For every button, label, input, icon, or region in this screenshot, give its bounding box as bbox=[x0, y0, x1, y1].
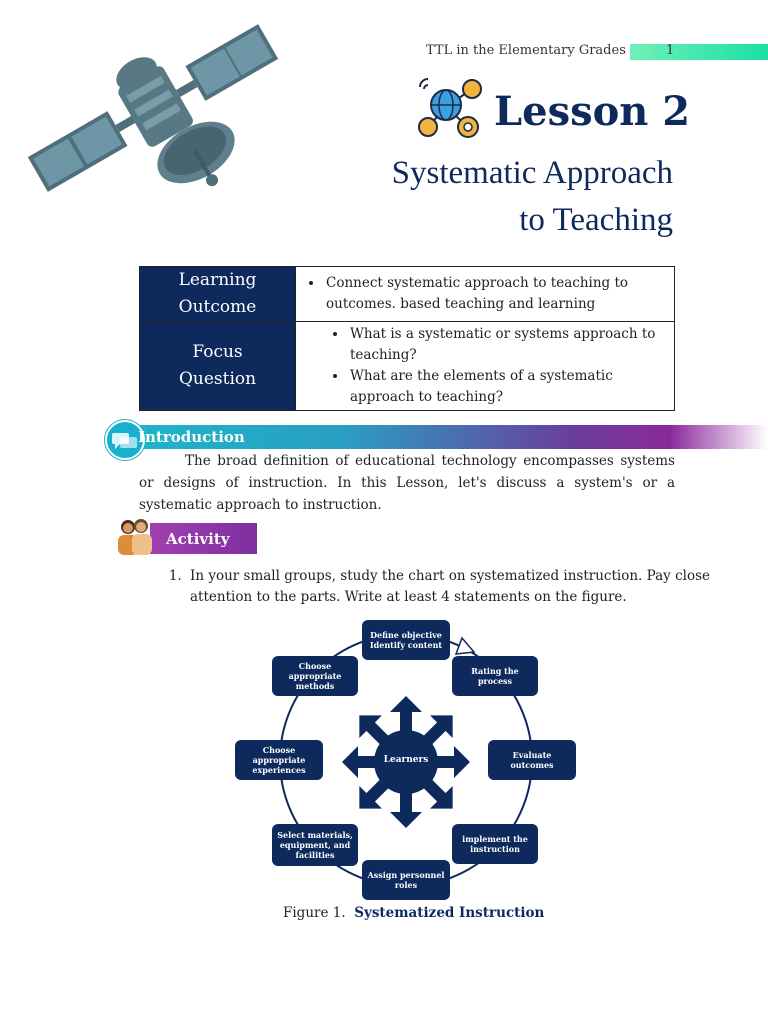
focus-question-label: Focus Question bbox=[139, 321, 296, 411]
node-implement-instruction: implement the instruction bbox=[452, 824, 538, 864]
learners-label: Learners bbox=[383, 755, 429, 765]
introduction-banner bbox=[112, 425, 768, 449]
lesson-title: Lesson 2 bbox=[494, 88, 691, 135]
learning-outcome-value: Connect systematic approach to teaching … bbox=[295, 266, 675, 322]
list-item: In your small groups, study the chart on… bbox=[186, 566, 722, 608]
people-icon bbox=[118, 519, 152, 555]
list-item: What are the elements of a systematic ap… bbox=[348, 366, 666, 408]
node-rating-process: Rating the process bbox=[452, 656, 538, 696]
network-people-icon bbox=[418, 78, 482, 138]
focus-question-row: Focus Question What is a systematic or s… bbox=[139, 321, 675, 411]
learning-outcome-label: Learning Outcome bbox=[139, 266, 296, 322]
page-number: 1 bbox=[666, 43, 675, 58]
list-item: Connect systematic approach to teaching … bbox=[324, 273, 666, 315]
node-choose-methods: Choose appropriate methods bbox=[272, 656, 358, 696]
chat-bubble-icon bbox=[105, 420, 145, 460]
focus-question-value: What is a systematic or systems approach… bbox=[295, 321, 675, 411]
activity-heading: Activity bbox=[166, 530, 230, 548]
left-solar-panel bbox=[27, 111, 128, 192]
introduction-heading: Introduction bbox=[138, 428, 245, 446]
learning-outcome-row: Learning Outcome Connect systematic appr… bbox=[139, 266, 675, 322]
introduction-paragraph: The broad definition of educational tech… bbox=[139, 453, 675, 513]
subtitle-line-2: to Teaching bbox=[519, 202, 673, 238]
course-title: TTL in the Elementary Grades bbox=[426, 43, 626, 58]
figure-title: Systematized Instruction bbox=[354, 905, 545, 921]
lesson-subtitle: Systematic Approach to Teaching bbox=[392, 150, 673, 244]
activity-banner bbox=[150, 523, 257, 554]
node-evaluate-outcomes: Evaluate outcomes bbox=[488, 740, 576, 780]
systematized-instruction-diagram: Learners Define objective Identify conte… bbox=[230, 618, 582, 900]
outcome-table: Learning Outcome Connect systematic appr… bbox=[139, 266, 675, 411]
satellite-illustration bbox=[27, 24, 279, 192]
list-item: What is a systematic or systems approach… bbox=[348, 324, 666, 366]
node-select-materials: Select materials, equipment, and facilit… bbox=[272, 824, 358, 866]
node-choose-experiences: Choose appropriate experiences bbox=[235, 740, 323, 780]
right-solar-panel bbox=[185, 24, 279, 101]
activity-list: In your small groups, study the chart on… bbox=[139, 566, 722, 608]
node-assign-personnel: Assign personnel roles bbox=[362, 860, 450, 900]
subtitle-line-1: Systematic Approach bbox=[391, 155, 673, 191]
learners-star bbox=[342, 696, 470, 828]
figure-prefix: Figure 1. bbox=[283, 905, 346, 921]
header-accent-bar bbox=[630, 44, 768, 60]
figure-caption: Figure 1. Systematized Instruction bbox=[283, 905, 544, 921]
node-define-objective: Define objective Identify content bbox=[362, 620, 450, 660]
